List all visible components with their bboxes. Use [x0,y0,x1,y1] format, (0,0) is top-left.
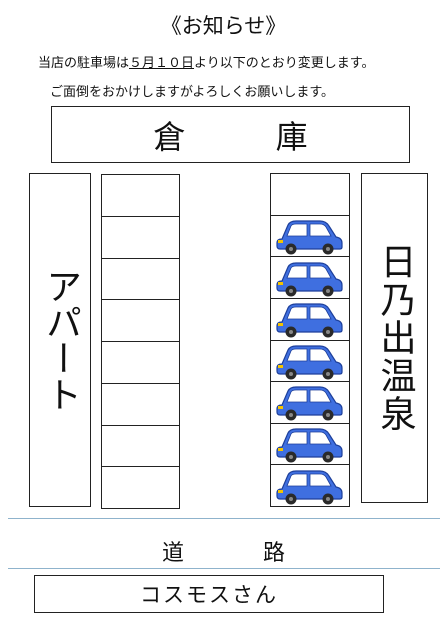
notice-line-2: ご面倒をおかけしますがよろしくお願いします。 [50,85,335,100]
parking-slot-right-4 [271,299,349,341]
notice-line-1-suffix: より以下のとおり変更します。 [194,56,375,71]
cosmos-label: コスモスさん [140,583,278,607]
car-icon [276,261,343,297]
road-edge-bottom [8,568,440,569]
car-icon [276,386,343,421]
notice-line-1: 当店の駐車場は５月１０日より以下のとおり変更します。 [38,52,438,71]
parking-slot-right-3 [271,257,349,299]
parking-slot-left-1 [102,175,179,217]
apartment-label: アパート [40,268,81,412]
apartment-block: アパート [29,173,91,507]
parking-slot-right-2 [271,216,349,258]
parking-slot-left-4 [102,300,179,342]
onsen-label: 日乃出温泉 [374,243,416,433]
parking-slot-right-6 [271,382,349,424]
road-edge-top [8,518,440,519]
parking-column-right [270,173,350,507]
warehouse-block: 倉 庫 [51,106,410,163]
parking-slot-left-7 [102,426,179,468]
warehouse-label: 倉 庫 [153,117,348,156]
parking-slot-right-1 [271,174,349,216]
parking-slot-right-8 [271,465,349,506]
change-date: ５月１０日 [129,56,195,71]
notice-title: 《お知らせ》 [160,14,287,38]
notice-line-1-prefix: 当店の駐車場は [38,56,130,71]
cosmos-block: コスモスさん [34,575,384,613]
road-label: 道 路 [162,541,321,566]
parking-slot-right-5 [271,341,349,383]
parking-slot-left-3 [102,259,179,301]
parking-slot-left-8 [102,467,179,508]
parking-column-left [101,174,180,509]
car-icon [276,470,343,505]
car-icon [276,345,343,380]
car-icon [276,428,343,463]
car-icon [276,303,343,338]
parking-slot-left-5 [102,342,179,384]
parking-slot-left-2 [102,217,179,259]
parking-slot-left-6 [102,384,179,426]
car-icon [276,220,343,255]
parking-slot-right-7 [271,424,349,466]
onsen-block: 日乃出温泉 [361,173,428,503]
